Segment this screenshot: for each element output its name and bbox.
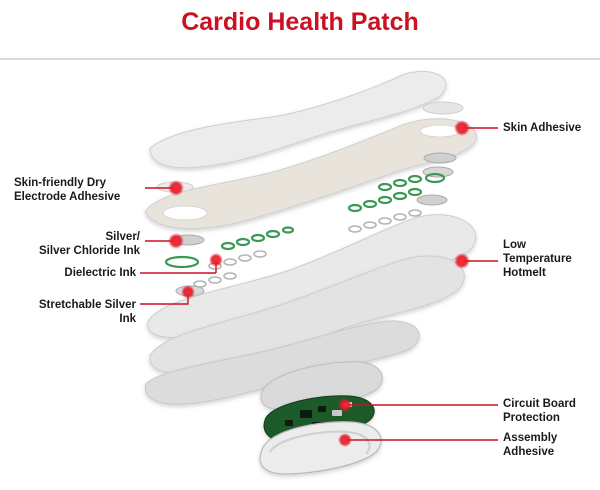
disc-top-right <box>422 101 464 115</box>
silver-ring-row-left <box>193 250 267 288</box>
page-title: Cardio Health Patch <box>181 8 419 36</box>
label-skin-adhesive: Skin Adhesive <box>503 122 582 134</box>
label-dry-electrode-adhesive: Skin-friendly Dry Electrode Adhesive <box>14 177 121 203</box>
label-low-temperature-hotmelt: Low Temperature Hotmelt <box>503 239 572 279</box>
label-assembly-adhesive: Assembly Adhesive <box>503 432 558 458</box>
label-dielectric-ink: Dielectric Ink <box>64 267 136 279</box>
label-silver-chloride-ink: Silver/ Silver Chloride Ink <box>39 231 140 257</box>
layer-base-strip <box>144 320 420 405</box>
layer-electrode-adhesive <box>144 118 477 229</box>
silver-ring-row-right <box>348 209 422 233</box>
layer-skin-adhesive-top <box>149 70 447 169</box>
label-circuit-board-protection: Circuit Board Protection <box>503 398 576 424</box>
assembly-housing <box>259 421 382 475</box>
title-divider <box>0 58 600 60</box>
callout-dots <box>168 120 470 447</box>
label-stretchable-silver-ink: Stretchable Silver Ink <box>38 299 136 325</box>
green-ring-row-right <box>347 172 446 213</box>
green-ring-row-left <box>164 226 295 269</box>
